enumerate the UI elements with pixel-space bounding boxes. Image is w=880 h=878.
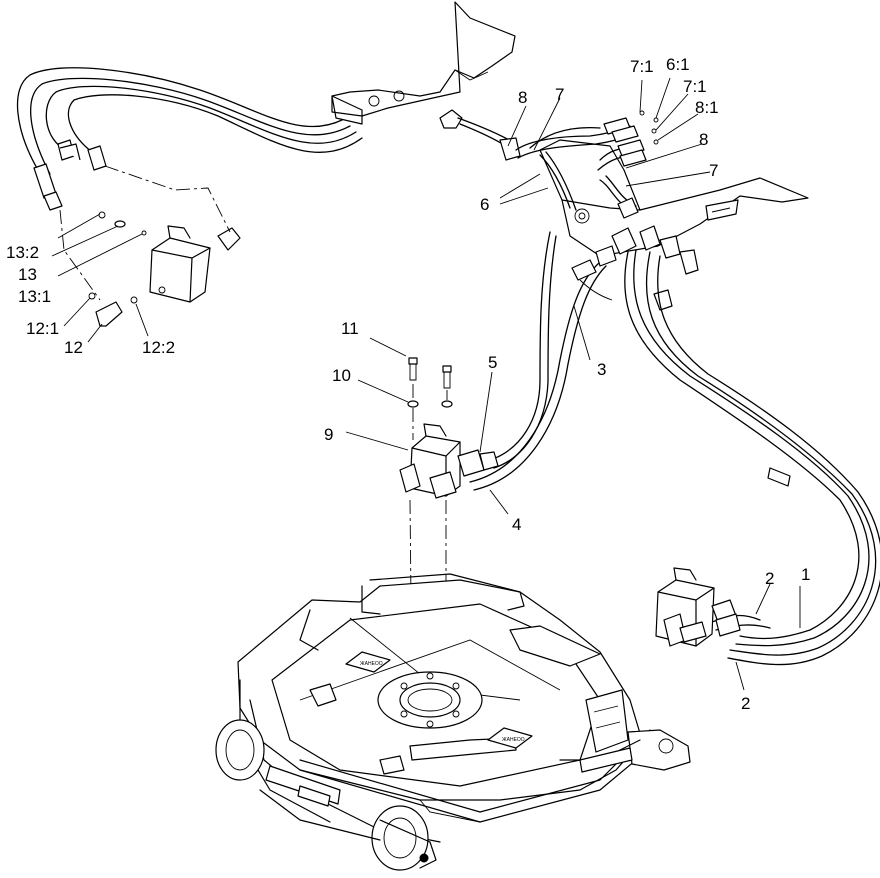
callout-labels: 1 2 2 3 4 5 6 7 7 7:1 7:1 6:1 8 8 8:1 9 … [6, 55, 810, 713]
fittings-upper-right [603, 110, 659, 219]
upper-frame-bracket [331, 1, 516, 125]
right-valve-block [655, 567, 741, 647]
manifold-fittings [611, 225, 699, 311]
hose-8-upper [439, 109, 521, 161]
callout-13-2: 13:2 [6, 243, 39, 262]
callout-8-1: 8:1 [695, 98, 719, 117]
callout-7-upper: 7 [555, 85, 564, 104]
callout-8-upper: 8 [518, 88, 527, 107]
washers-10 [407, 400, 453, 408]
callout-7-1-lower: 7:1 [683, 77, 707, 96]
callout-6: 6 [480, 195, 489, 214]
callout-12-1: 12:1 [26, 319, 59, 338]
callout-8-lower: 8 [699, 130, 708, 149]
center-valve-block [399, 423, 499, 499]
callout-7-lower: 7 [709, 161, 718, 180]
callout-1: 1 [801, 565, 810, 584]
callout-2-lower: 2 [741, 694, 750, 713]
callout-5: 5 [488, 353, 497, 372]
left-valve-block [149, 225, 241, 303]
callout-13-1: 13:1 [18, 287, 51, 306]
callout-9: 9 [324, 425, 333, 444]
deck-logo-text-2: ЖАНЕОО [502, 737, 525, 743]
o-rings-left [88, 211, 147, 304]
right-frame-bracket [539, 139, 809, 257]
left-hose-loop [16, 67, 363, 211]
hose-3 [469, 231, 617, 491]
callout-13: 13 [18, 265, 37, 284]
leader-lines [51, 77, 801, 691]
callout-12-2: 12:2 [142, 338, 175, 357]
callout-12: 12 [64, 338, 83, 357]
callout-4: 4 [512, 515, 521, 534]
deck-decals: ЖАНЕОО ЖАНЕОО [360, 661, 525, 743]
deck-logo-text-1: ЖАНЕОО [360, 661, 383, 667]
bolts-11 [408, 357, 452, 389]
callout-7-1-upper: 7:1 [630, 57, 654, 76]
callout-2-upper: 2 [765, 569, 774, 588]
mower-deck [215, 573, 691, 871]
callout-11: 11 [341, 319, 359, 338]
elbow-fitting-12 [95, 301, 123, 327]
callout-3: 3 [597, 360, 606, 379]
callout-6-1: 6:1 [666, 55, 690, 74]
callout-10: 10 [332, 366, 351, 385]
